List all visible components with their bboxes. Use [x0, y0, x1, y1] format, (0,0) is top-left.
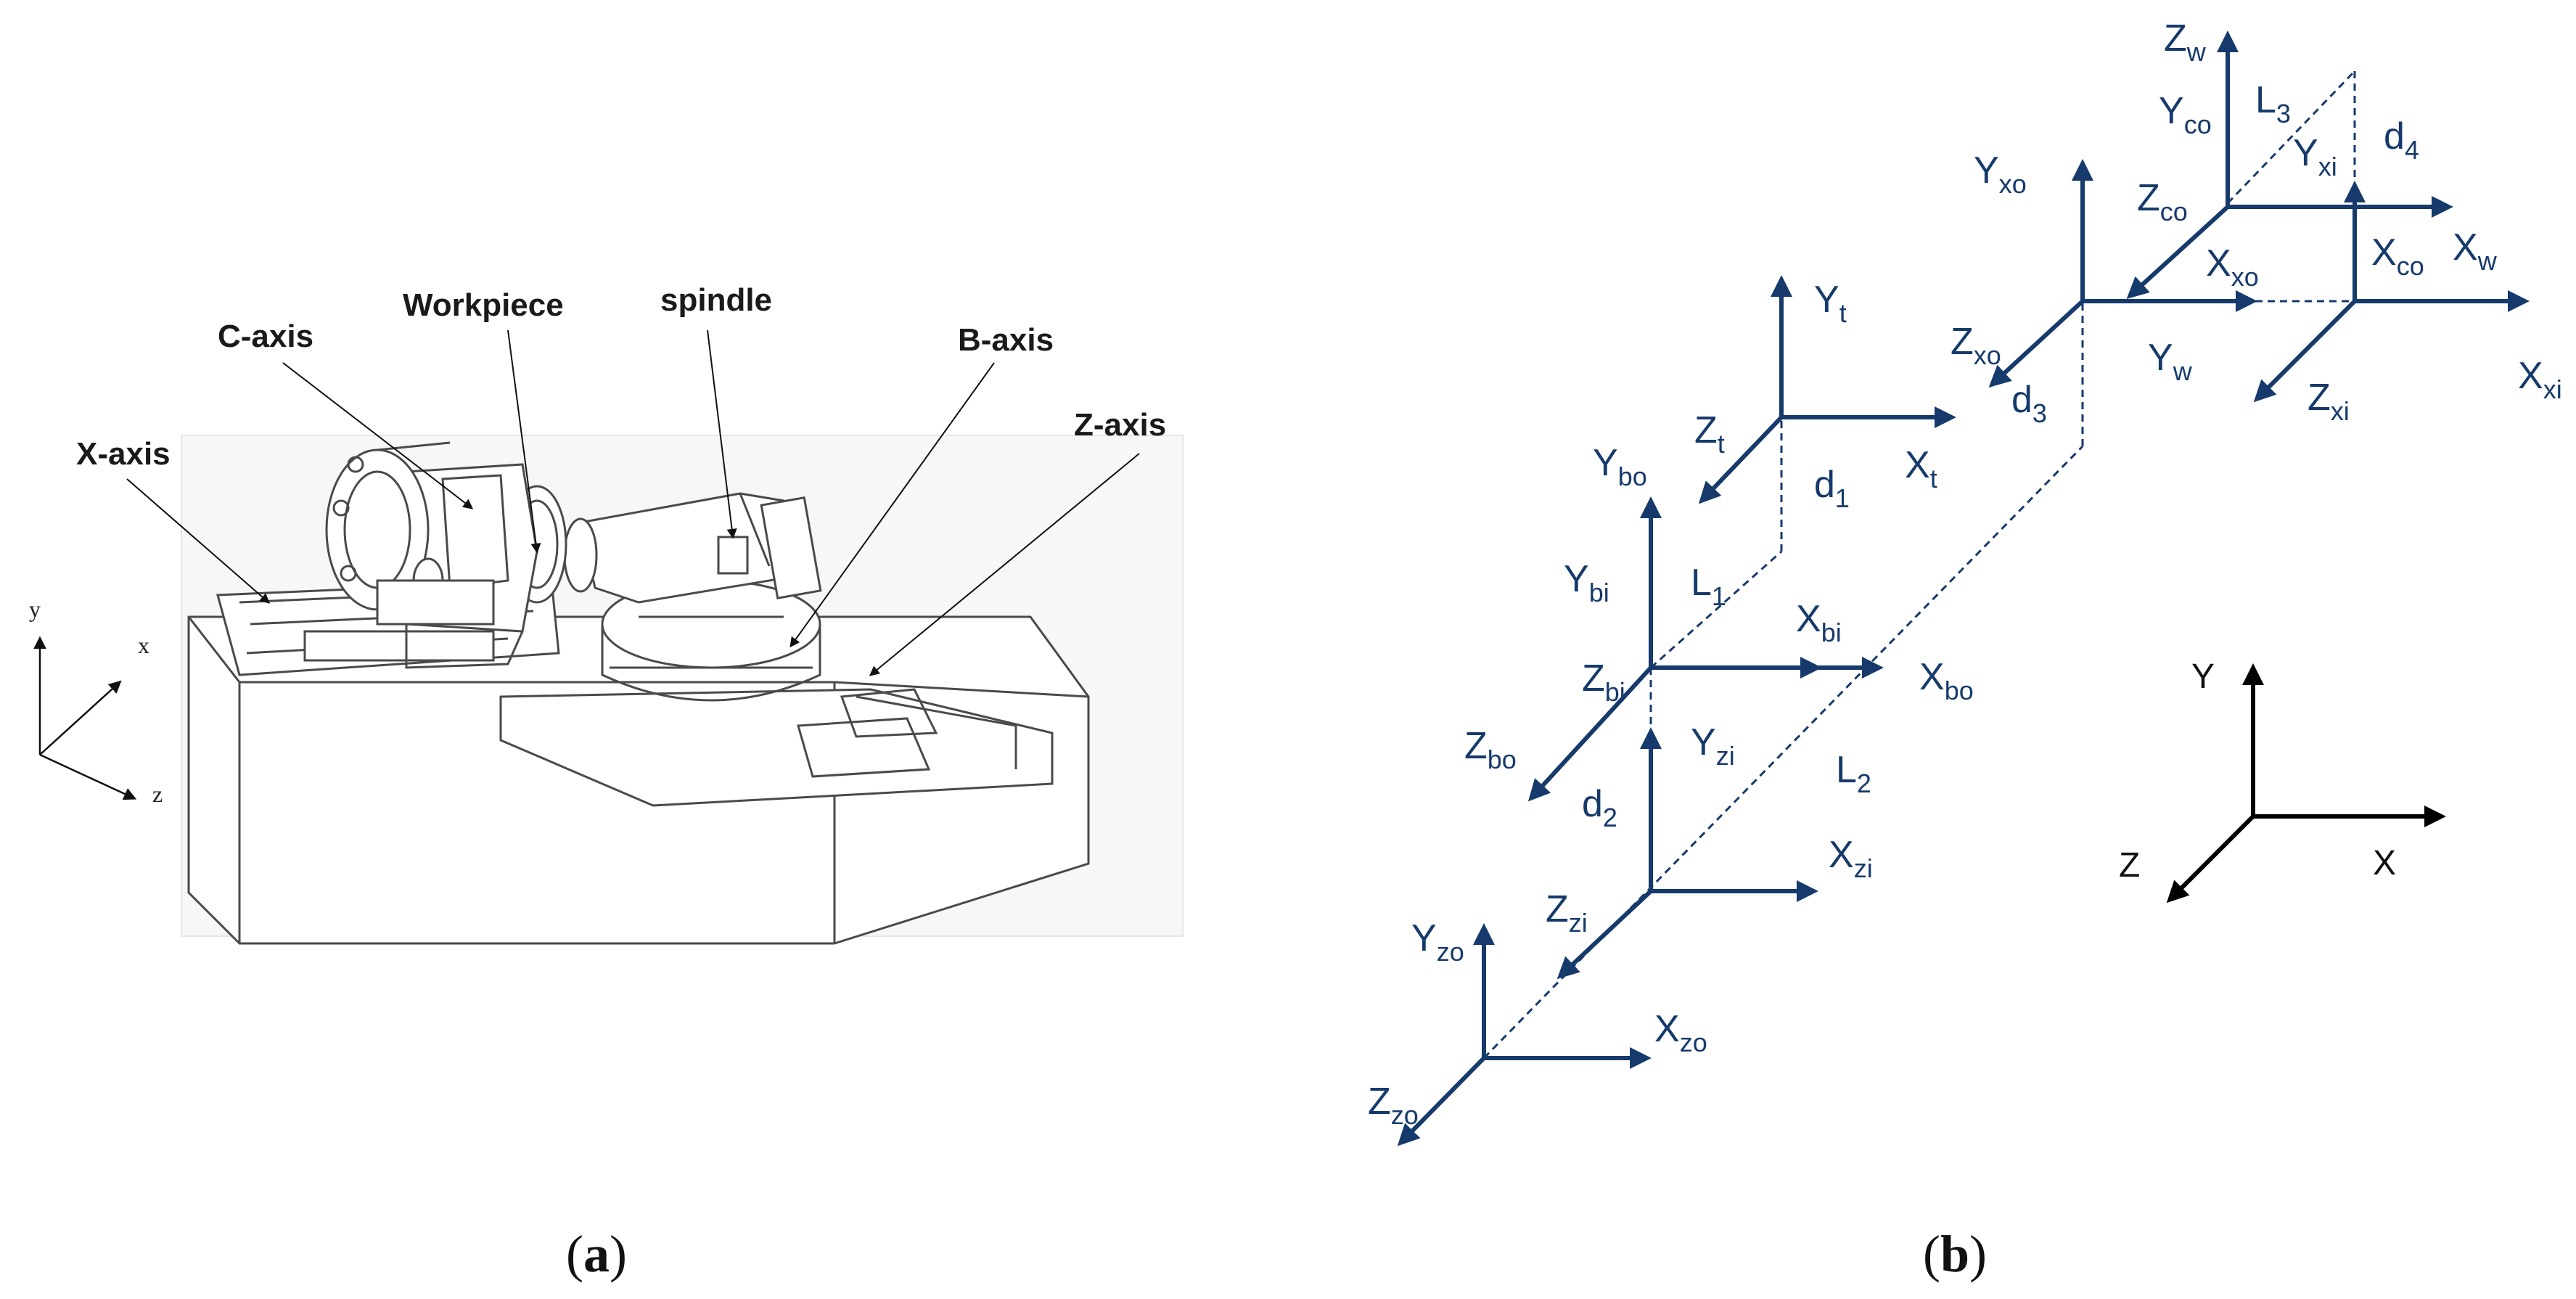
label-d2: d2 [1582, 783, 1617, 832]
label-d4: d4 [2384, 115, 2419, 165]
panel-a-leaders [126, 329, 1140, 676]
ref-z-label: Z [2119, 846, 2140, 885]
axis-zxi [2253, 299, 2357, 403]
axis-zxo [1988, 299, 2085, 388]
ref-z-axis [2166, 814, 2255, 903]
axis-zt [1698, 415, 1784, 504]
label-L2: L2 [1836, 749, 1871, 798]
label-zxo: Zxo [1951, 321, 2001, 370]
caption-b-letter: b [1940, 1225, 1969, 1283]
label-L1: L1 [1691, 562, 1726, 611]
label-ybo: Ybo [1593, 442, 1647, 491]
panel-b-frame-labels: Zw Yco Zco Xco Yxo Zxo Xxo Yxi Xxi Zxi X… [1368, 17, 2562, 1130]
label-yxo: Yxo [1974, 149, 2027, 199]
axis-zzi [1556, 889, 1653, 980]
panel-b-dashed-links [1482, 70, 2356, 1060]
leader-x-axis [126, 478, 271, 604]
link-L1 [1650, 550, 1782, 669]
caption-a: (a) [566, 1225, 627, 1283]
label-spindle: spindle [660, 282, 772, 318]
label-yt: Yt [1814, 279, 1847, 328]
leader-z-axis [869, 453, 1140, 676]
label-yco: Yco [2159, 90, 2212, 139]
label-xxi: Xxi [2518, 355, 2562, 404]
link-L3 [2226, 70, 2356, 205]
label-ybi: Ybi [1564, 558, 1609, 607]
label-z-axis: Z-axis [1074, 407, 1166, 443]
label-zzo: Zzo [1368, 1081, 1419, 1130]
label-workpiece: Workpiece [403, 287, 564, 323]
panel-a-mini-axes [33, 636, 137, 800]
label-c-axis: C-axis [218, 319, 313, 354]
label-xbo: Xbo [1919, 656, 1974, 705]
label-xt: Xt [1905, 444, 1937, 493]
caption-a-letter: a [583, 1225, 610, 1283]
mini-z-label: z [152, 781, 163, 807]
panel-a-machine-drawing [181, 435, 1184, 945]
label-b-axis: B-axis [958, 322, 1054, 358]
label-L3: L3 [2255, 79, 2291, 128]
label-zzi: Zzi [1546, 888, 1588, 938]
label-zxi: Zxi [2308, 377, 2350, 426]
ref-x-label: X [2373, 844, 2396, 882]
leader-b-axis [789, 362, 995, 648]
mini-x-axis [39, 680, 122, 755]
label-xxo: Xxo [2206, 242, 2259, 292]
label-d1: d1 [1814, 464, 1850, 513]
mini-z-axis [39, 753, 137, 800]
label-xco: Xco [2371, 231, 2424, 281]
label-zbo: Zbo [1464, 725, 1517, 774]
panel-b-reference-axes [2166, 663, 2446, 903]
leader-c-axis [282, 362, 474, 509]
label-xzi: Xzi [1829, 834, 1873, 883]
label-yw: Yw [2148, 337, 2193, 386]
label-zw: Zw [2164, 17, 2207, 67]
axis-zzo [1397, 1056, 1486, 1147]
label-zco: Zco [2137, 177, 2188, 226]
label-yzi: Yzi [1691, 721, 1735, 771]
leader-spindle [707, 329, 737, 539]
label-zbi: Zbi [1582, 657, 1625, 707]
panel-b-frame-axes [1397, 30, 2530, 1147]
label-yxi: Yxi [2293, 132, 2337, 181]
caption-b: (b) [1923, 1225, 1987, 1283]
ref-y-label: Y [2191, 657, 2215, 696]
label-xbi: Xbi [1796, 598, 1842, 647]
mini-x-label: x [138, 632, 149, 658]
mini-y-label: y [29, 596, 41, 622]
label-d3: d3 [2011, 379, 2047, 428]
label-zt: Zt [1694, 409, 1725, 459]
leader-workpiece [507, 329, 541, 554]
label-yzo: Yzo [1411, 917, 1464, 967]
label-xzo: Xzo [1654, 1008, 1707, 1057]
panel-b-dimension-labels: L3 d4 d3 d1 L1 L2 d2 [1582, 79, 2419, 832]
axis-yw [2126, 205, 2230, 300]
label-x-axis: X-axis [76, 436, 171, 472]
label-xw: Xw [2453, 226, 2498, 276]
axis-zbo [1527, 665, 1653, 802]
